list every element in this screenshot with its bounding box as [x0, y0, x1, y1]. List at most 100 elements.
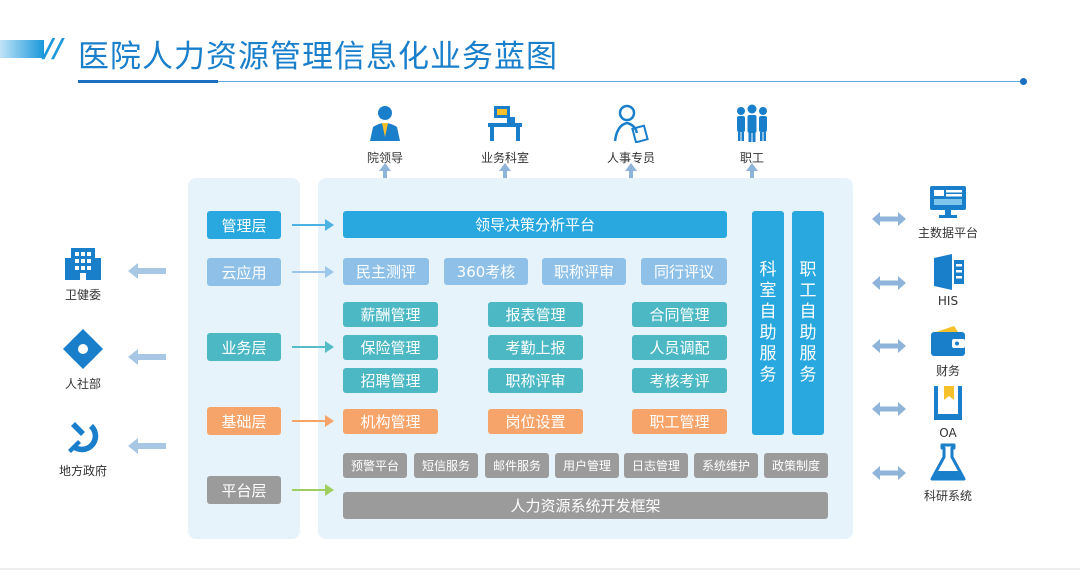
- platform-service[interactable]: 短信服务: [414, 453, 478, 478]
- business-module[interactable]: 保险管理: [343, 335, 438, 360]
- external-finance: 财务: [903, 324, 993, 379]
- arrow-right-icon: [292, 415, 334, 427]
- vertical-char: 工: [799, 281, 817, 301]
- vertical-char: 自: [759, 302, 777, 322]
- staff-icon: [737, 104, 767, 142]
- business-module[interactable]: 考勤上报: [488, 335, 583, 360]
- leadership-platform[interactable]: 领导决策分析平台: [343, 211, 727, 238]
- dev-framework-bar[interactable]: 人力资源系统开发框架: [343, 492, 828, 519]
- arrow-right-icon: [292, 484, 334, 496]
- his-icon: [934, 254, 964, 290]
- vertical-service-label: 科室自助服务: [760, 260, 777, 386]
- external-research: 科研系统: [903, 443, 993, 504]
- platform-service[interactable]: 系统维护: [694, 453, 758, 478]
- user-department: 业务科室: [460, 103, 550, 166]
- double-arrow-icon: [872, 466, 906, 480]
- external-label: 卫健委: [64, 288, 101, 302]
- footer-divider: [0, 568, 1080, 570]
- leader-icon: [370, 106, 400, 141]
- double-arrow-icon: [872, 339, 906, 353]
- title-underline-accent: [78, 80, 218, 83]
- vertical-service-label: 职工自助服务: [800, 260, 817, 386]
- platform-service[interactable]: 日志管理: [624, 453, 688, 478]
- external-his: HIS: [903, 254, 993, 308]
- government-emblem-icon: [68, 422, 99, 453]
- foundation-module[interactable]: 岗位设置: [488, 409, 583, 434]
- external-oa: OA: [903, 384, 993, 440]
- platform-service[interactable]: 预警平台: [343, 453, 407, 478]
- external-health-commission: 卫健委: [38, 242, 128, 303]
- flask-icon: [930, 443, 966, 481]
- staff-self-service[interactable]: 职工自助服务: [792, 211, 824, 435]
- platform-service[interactable]: 政策制度: [764, 453, 828, 478]
- vertical-char: 服: [759, 344, 777, 364]
- platform-service[interactable]: 用户管理: [555, 453, 619, 478]
- external-label: 主数据平台: [917, 226, 978, 240]
- vertical-char: 科: [759, 260, 777, 280]
- business-module[interactable]: 合同管理: [632, 302, 727, 327]
- layer-platform: 平台层: [207, 476, 281, 504]
- layer-business: 业务层: [207, 333, 281, 361]
- external-label: 人社部: [64, 377, 101, 391]
- cloud-app-item[interactable]: 民主测评: [343, 258, 429, 285]
- monitor-icon: [930, 186, 966, 218]
- user-label: 业务科室: [480, 151, 529, 165]
- hospital-building-icon: [65, 248, 101, 280]
- external-label: 科研系统: [923, 489, 972, 503]
- vertical-char: 职: [799, 260, 817, 280]
- vertical-char: 自: [799, 302, 817, 322]
- title-underline: [78, 81, 1023, 82]
- business-module[interactable]: 报表管理: [488, 302, 583, 327]
- business-module[interactable]: 招聘管理: [343, 368, 438, 393]
- social-security-icon: [63, 329, 103, 369]
- cloud-app-item[interactable]: 职称评审: [542, 258, 626, 285]
- double-arrow-icon: [872, 402, 906, 416]
- layer-foundation: 基础层: [207, 407, 281, 435]
- title-slash-icon: //: [44, 34, 63, 64]
- foundation-module[interactable]: 职工管理: [632, 409, 727, 434]
- business-module[interactable]: 职称评审: [488, 368, 583, 393]
- user-label: 院领导: [366, 151, 403, 165]
- vertical-char: 务: [759, 365, 777, 385]
- vertical-char: 助: [759, 323, 777, 343]
- double-arrow-icon: [872, 276, 906, 290]
- foundation-module[interactable]: 机构管理: [343, 409, 438, 434]
- department-icon: [488, 106, 522, 141]
- platform-service[interactable]: 邮件服务: [485, 453, 549, 478]
- cloud-app-item[interactable]: 360考核: [444, 258, 528, 285]
- arrow-right-icon: [292, 266, 334, 278]
- dept-self-service[interactable]: 科室自助服务: [752, 211, 784, 435]
- vertical-char: 服: [799, 344, 817, 364]
- hr-specialist-icon: [613, 104, 649, 144]
- business-module[interactable]: 薪酬管理: [343, 302, 438, 327]
- external-local-government: 地方政府: [38, 418, 128, 479]
- arrow-left-icon: [128, 438, 166, 454]
- user-hr-specialist: 人事专员: [586, 103, 676, 166]
- external-social-security: 人社部: [38, 327, 128, 392]
- vertical-char: 助: [799, 323, 817, 343]
- external-label: 地方政府: [58, 464, 107, 478]
- external-label: HIS: [937, 294, 959, 308]
- arrow-right-icon: [292, 219, 334, 231]
- business-module[interactable]: 人员调配: [632, 335, 727, 360]
- arrow-left-icon: [128, 349, 166, 365]
- double-arrow-icon: [872, 212, 906, 226]
- arrow-left-icon: [128, 263, 166, 279]
- vertical-char: 务: [799, 365, 817, 385]
- cloud-app-item[interactable]: 同行评议: [641, 258, 727, 285]
- layer-management: 管理层: [207, 211, 281, 239]
- arrow-right-icon: [292, 341, 334, 353]
- user-staff: 职工: [707, 103, 797, 166]
- user-leader: 院领导: [340, 103, 430, 166]
- vertical-char: 室: [759, 281, 777, 301]
- external-label: 财务: [935, 364, 960, 378]
- user-label: 人事专员: [606, 151, 655, 165]
- external-master-data: 主数据平台: [903, 184, 993, 241]
- title-accent-bar: [0, 40, 44, 58]
- business-module[interactable]: 考核考评: [632, 368, 727, 393]
- external-label: OA: [939, 426, 957, 440]
- layer-cloud: 云应用: [207, 258, 281, 286]
- user-label: 职工: [739, 151, 764, 165]
- title-line-dot: [1020, 78, 1027, 85]
- wallet-icon: [931, 326, 965, 356]
